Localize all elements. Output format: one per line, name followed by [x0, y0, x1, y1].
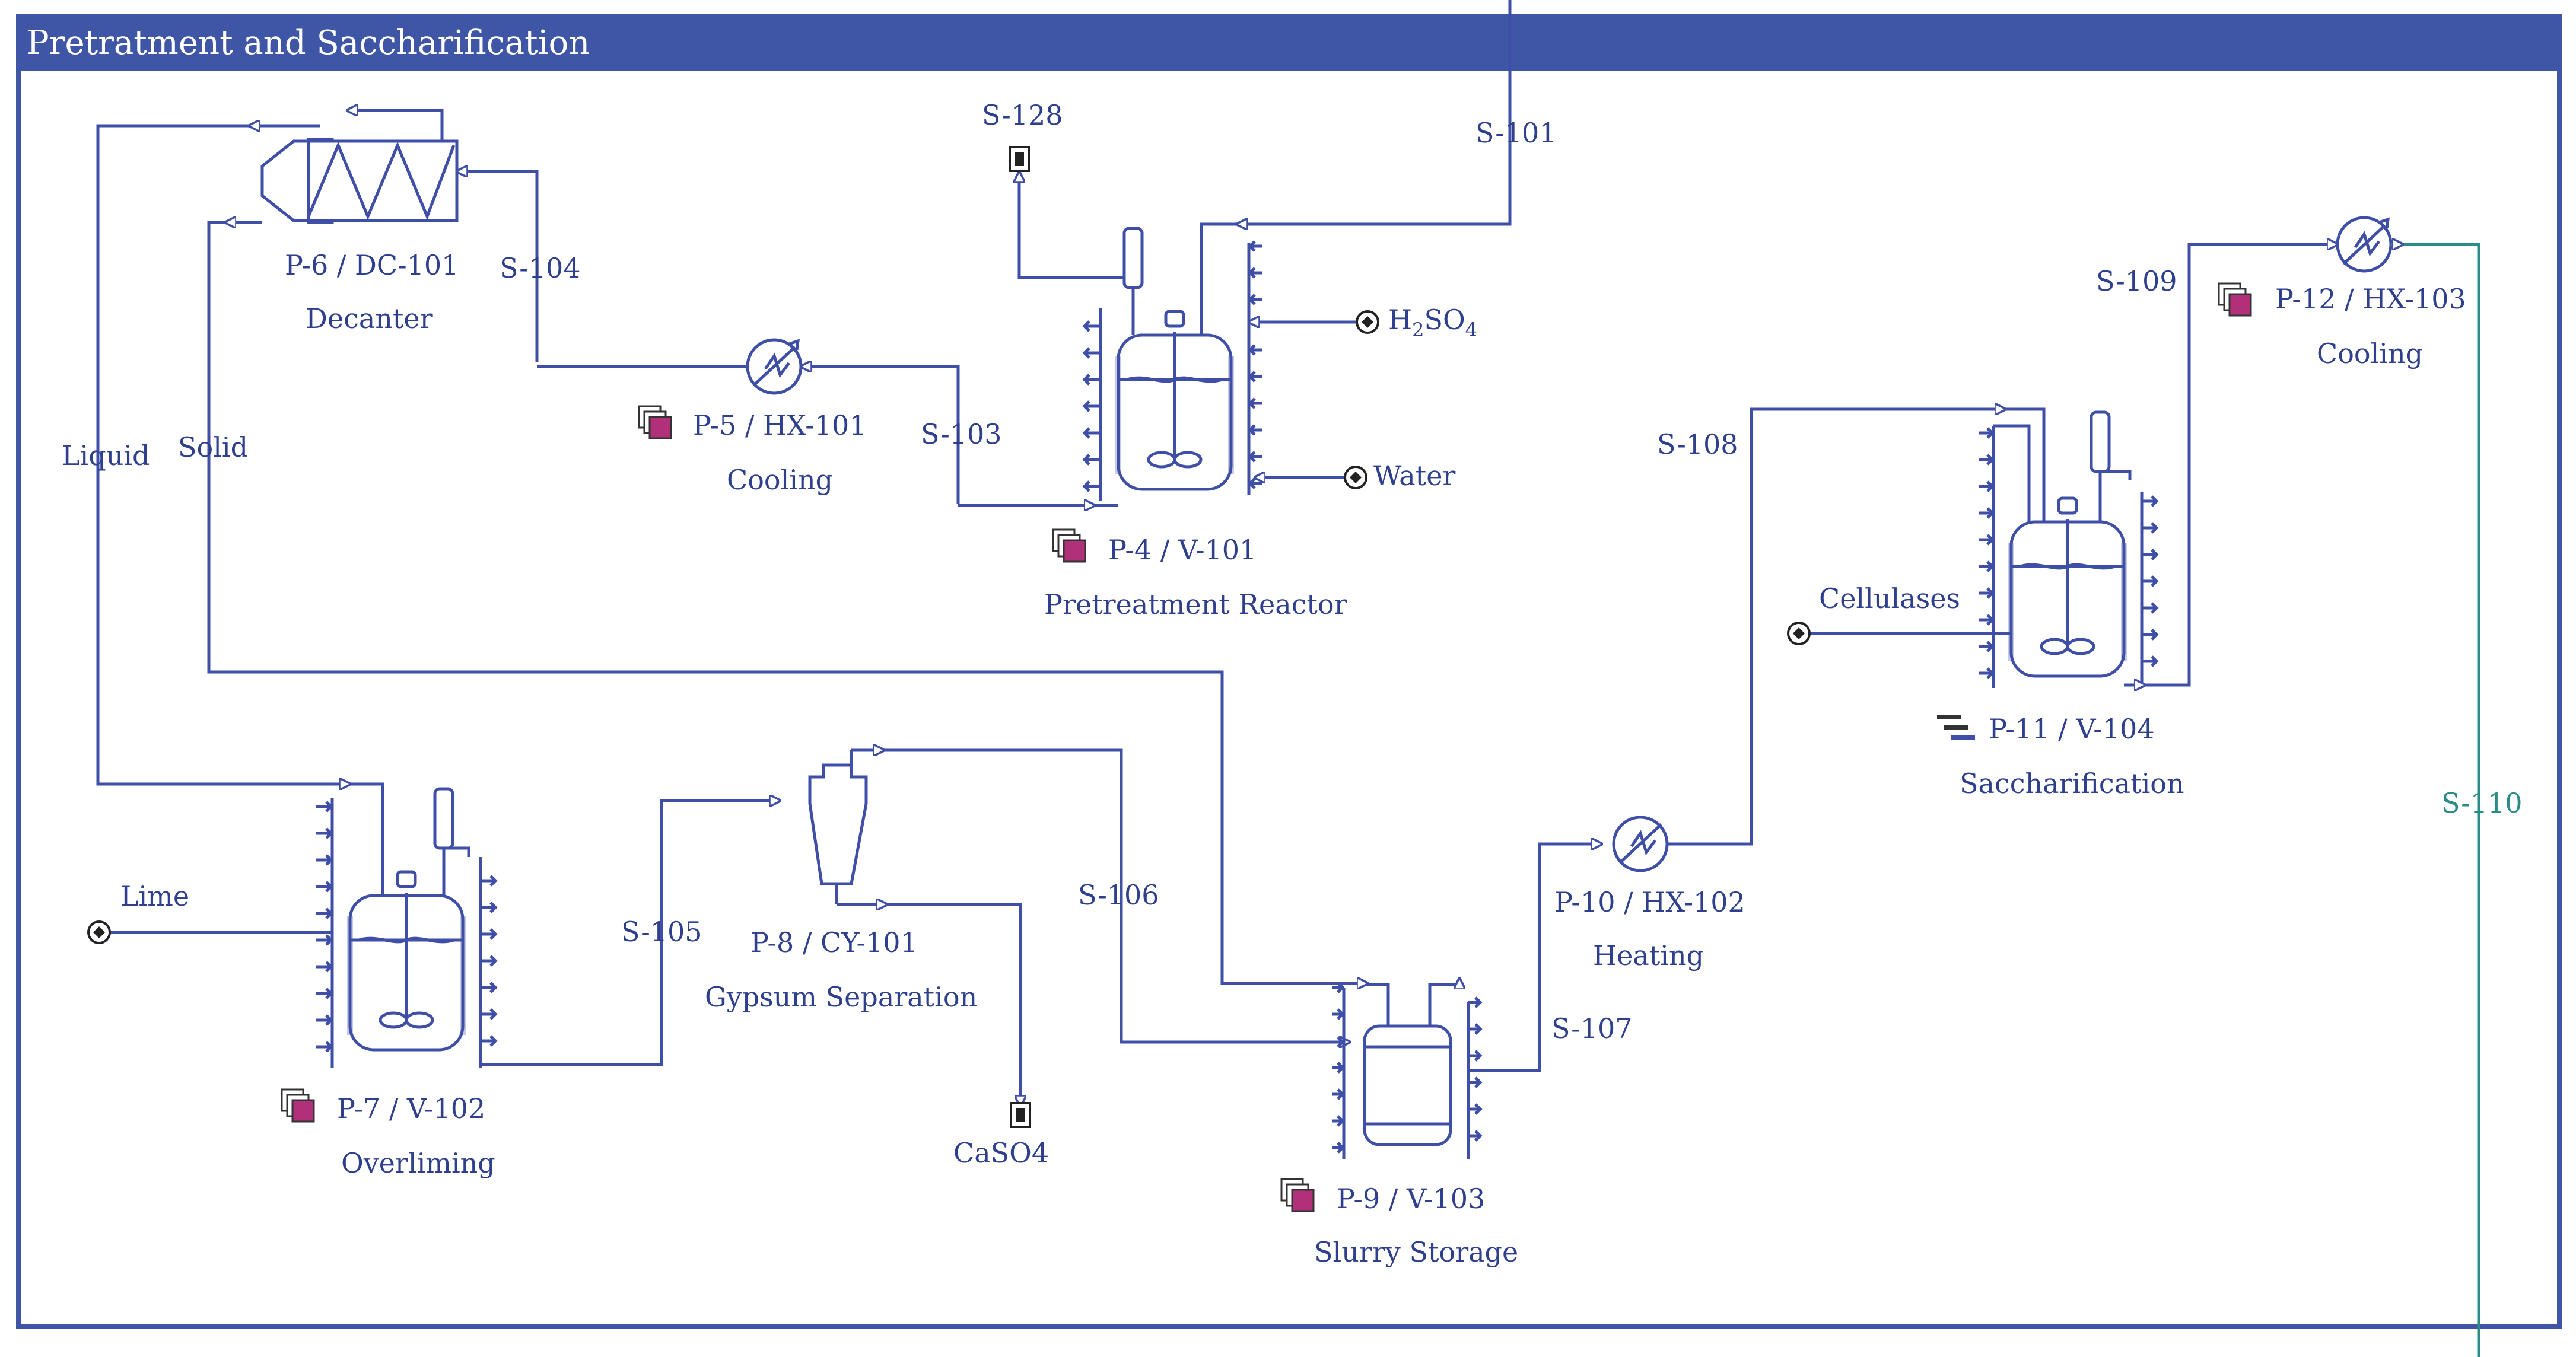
hx-101-id: P-5 / HX-101: [693, 409, 867, 441]
input-label-h2so4: H2SO4: [1388, 304, 1477, 341]
stream-label-s104: S-104: [500, 252, 581, 284]
stream-label-s128: S-128: [982, 99, 1063, 131]
hx-103-exchanger[interactable]: [2336, 216, 2393, 273]
slurry-procedure-icon[interactable]: [1280, 1178, 1315, 1212]
overliming-jacket-arrows: [316, 801, 498, 1053]
hx-103-id: P-12 / HX-103: [2275, 283, 2466, 315]
overliming-id: P-7 / V-102: [337, 1092, 485, 1125]
saccharification-vessel[interactable]: [1992, 410, 2144, 688]
reactor-name: Pretreatment Reactor: [1044, 588, 1347, 620]
cellulases-source-icon: [1787, 622, 1811, 645]
stream-label-s107: S-107: [1551, 1012, 1633, 1044]
reactor-procedure-icon[interactable]: [1052, 528, 1086, 563]
section-title: Pretratment and Saccharification: [18, 16, 2559, 71]
stream-label-s106: S-106: [1078, 879, 1159, 911]
cyclone-separator[interactable]: [808, 763, 868, 904]
lime-source-icon: [87, 920, 111, 944]
output-label-caso4: CaSO4: [953, 1137, 1049, 1169]
stream-label-s110: S-110: [2441, 787, 2523, 819]
decanter-unit[interactable]: [260, 138, 459, 224]
stream-label-s108: S-108: [1657, 428, 1738, 460]
hx-102-name: Heating: [1593, 939, 1704, 971]
hx-102-id: P-10 / HX-102: [1554, 886, 1745, 918]
hx-101-name: Cooling: [727, 464, 833, 496]
input-label-water: Water: [1373, 460, 1455, 492]
decanter-id: P-6 / DC-101: [285, 249, 459, 281]
stream-label-liquid: Liquid: [62, 439, 150, 472]
hx-103-procedure-icon[interactable]: [2218, 282, 2252, 317]
stream-label-s105: S-105: [621, 916, 702, 948]
saccharification-id: P-11 / V-104: [1989, 713, 2155, 745]
overliming-vessel[interactable]: [330, 787, 482, 1068]
saccharification-jacket-arrows: [1979, 427, 2159, 679]
stream-label-s103: S-103: [921, 418, 1002, 450]
h2so4-source-icon: [1356, 310, 1379, 334]
saccharification-procedure-icon[interactable]: [1937, 715, 1975, 740]
overliming-name: Overliming: [341, 1147, 495, 1179]
hx-101-exchanger[interactable]: [746, 338, 803, 395]
decanter-name: Decanter: [306, 302, 433, 335]
saccharification-name: Saccharification: [1960, 767, 2184, 799]
reactor-id: P-4 / V-101: [1108, 534, 1257, 566]
overliming-procedure-icon[interactable]: [281, 1088, 315, 1123]
stream-label-s101: S-101: [1475, 117, 1557, 149]
hx-103-name: Cooling: [2317, 337, 2423, 369]
stream-label-solid: Solid: [178, 431, 248, 463]
input-label-cellulases: Cellulases: [1819, 582, 1960, 614]
stream-label-s109: S-109: [2096, 265, 2177, 297]
cyclone-name: Gypsum Separation: [705, 981, 977, 1013]
slurry-id: P-9 / V-103: [1337, 1183, 1485, 1215]
slurry-name: Slurry Storage: [1314, 1236, 1518, 1268]
pretreatment-reactor-vessel[interactable]: [1099, 227, 1251, 501]
slurry-jacket-arrows: [1332, 982, 1483, 1154]
hx-101-procedure-icon[interactable]: [638, 405, 672, 439]
hx-102-exchanger[interactable]: [1612, 816, 1669, 872]
slurry-storage-tank[interactable]: [1342, 988, 1470, 1159]
reactor-jacket-arrows: [1082, 240, 1262, 492]
cyclone-id: P-8 / CY-101: [750, 926, 918, 958]
input-label-lime: Lime: [120, 880, 189, 912]
water-source-icon: [1344, 466, 1367, 489]
